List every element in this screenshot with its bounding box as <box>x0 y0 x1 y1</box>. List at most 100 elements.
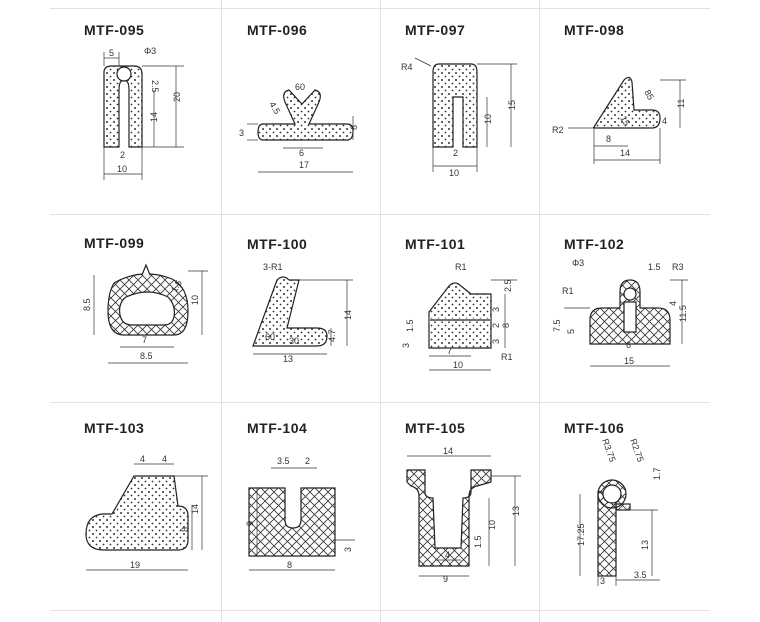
dim-label: 13 <box>511 506 521 516</box>
profile-diagram: 4 4 14 8 19 <box>85 454 208 571</box>
profile-diagram: 5 Φ3 2.5 20 14 2 10 <box>103 46 184 180</box>
dim-label: Φ3 <box>144 46 156 56</box>
dim-label: 85 <box>642 88 656 102</box>
dim-label: 8 <box>180 527 190 532</box>
dim-label: 11.5 <box>678 305 688 322</box>
dim-label: R2 <box>552 125 564 135</box>
dim-label: R4 <box>401 62 413 72</box>
dim-label: 4 <box>662 116 667 126</box>
dim-label: 3 <box>600 576 605 586</box>
dim-label: R1 <box>501 352 513 362</box>
profile-code: MTF-106 <box>564 420 625 436</box>
dim-label: 3 <box>491 307 501 312</box>
profile-card-mtf-100[interactable]: MTF-100 3-R1 14 60 30 4.7 13 <box>247 236 405 426</box>
dim-label: 11 <box>676 99 686 108</box>
dim-label: 9 <box>245 521 255 526</box>
profile-diagram: 14 13 10 1.5 4 9 <box>406 446 521 584</box>
dim-label: 4 <box>162 454 167 464</box>
dim-label: 9 <box>443 574 448 584</box>
profile-card-mtf-101[interactable]: MTF-101 R1 2.5 1.5 3 2 8 3 3 7 R1 10 <box>401 236 563 426</box>
dim-label: 8 <box>287 560 292 570</box>
profile-code: MTF-105 <box>405 420 466 436</box>
profile-code: MTF-096 <box>247 22 308 38</box>
dim-label: 4 <box>668 301 678 306</box>
dim-label: 6 <box>299 148 304 158</box>
dim-label: 4 <box>445 550 450 560</box>
dim-label: 30 <box>289 336 299 346</box>
dim-label: 6 <box>626 340 631 350</box>
dim-label: 4 <box>140 454 145 464</box>
dim-label: 13 <box>640 540 650 550</box>
dim-label: 10 <box>117 164 127 174</box>
dim-label: Φ3 <box>572 258 584 268</box>
dim-label: 10 <box>449 168 459 178</box>
dim-label: 2 <box>491 323 501 328</box>
profile-code: MTF-103 <box>84 420 145 436</box>
dim-label: 14 <box>343 310 353 320</box>
dim-label: 10 <box>487 520 497 530</box>
profile-diagram: 3-R1 14 60 30 4.7 13 <box>252 262 353 364</box>
dim-label: 8.5 <box>82 298 92 311</box>
dim-label: R3.75 <box>600 437 618 463</box>
dim-label: 15 <box>618 114 632 128</box>
dim-label: 6 <box>349 125 359 130</box>
dim-label: 15 <box>507 100 517 110</box>
dim-label: 8 <box>501 323 511 328</box>
dim-label: 14 <box>443 446 453 456</box>
dim-label: 7 <box>447 346 452 356</box>
profile-diagram: 3.5 2 9 3 8 <box>245 456 355 571</box>
dim-label: 60 <box>265 332 275 342</box>
dim-label: R2.75 <box>628 437 646 463</box>
profile-card-mtf-099[interactable]: MTF-099 8.5 1.5 10 7 8.5 <box>82 235 242 425</box>
profile-card-mtf-106[interactable]: MTF-106 R3.75 R2.75 1.7 17.25 13 3 3.5 <box>564 420 722 610</box>
profile-diagram: R4 10 15 2 10 <box>401 57 517 178</box>
row-divider <box>50 8 710 9</box>
dim-label: 10 <box>483 114 493 124</box>
dim-label: 4.5 <box>267 100 282 116</box>
profile-code: MTF-098 <box>564 22 625 38</box>
dim-label: 10 <box>190 295 200 305</box>
dim-label: 3 <box>239 128 244 138</box>
profile-code: MTF-099 <box>84 235 145 251</box>
profile-diagram: Φ3 1.5 R3 R1 7.5 5 11.5 4 6 15 <box>552 258 688 367</box>
column-divider <box>539 0 540 622</box>
dim-label: 14 <box>190 504 200 514</box>
dim-label: 17.25 <box>576 523 586 546</box>
profile-code: MTF-101 <box>405 236 466 252</box>
dim-label: 2 <box>305 456 310 466</box>
dim-label: R3 <box>672 262 684 272</box>
profile-card-mtf-104[interactable]: MTF-104 3.5 2 9 3 8 <box>245 420 405 610</box>
profile-diagram: R1 2.5 1.5 3 2 8 3 3 7 R1 10 <box>401 262 517 371</box>
dim-label: 7.5 <box>552 319 562 332</box>
dim-label: 1.5 <box>473 535 483 548</box>
dim-label: 3 <box>343 547 353 552</box>
profile-diagram: R3.75 R2.75 1.7 17.25 13 3 3.5 <box>576 437 662 586</box>
profile-card-mtf-102[interactable]: MTF-102 Φ3 1.5 R3 R1 7.5 5 11.5 4 6 15 <box>552 236 722 426</box>
profile-card-mtf-105[interactable]: MTF-105 14 13 10 1.5 4 9 <box>405 420 563 610</box>
profile-card-mtf-095[interactable]: MTF-095 5 Φ3 2.5 20 14 2 10 <box>84 22 242 212</box>
dim-label: 3.5 <box>634 570 647 580</box>
dim-label: 1.5 <box>648 262 661 272</box>
column-divider <box>221 0 222 622</box>
dim-label: 14 <box>620 148 630 158</box>
dim-label: R1 <box>455 262 467 272</box>
dim-label: 5 <box>109 48 114 58</box>
profile-card-mtf-103[interactable]: MTF-103 4 4 14 8 19 <box>84 420 242 610</box>
dim-label: 8 <box>606 134 611 144</box>
dim-label: 2 <box>120 150 125 160</box>
profile-card-mtf-097[interactable]: MTF-097 R4 10 15 2 10 <box>401 22 563 212</box>
profile-diagram: 85 11 15 4 R2 8 14 <box>552 76 686 164</box>
dim-label: 19 <box>130 560 140 570</box>
profile-card-mtf-098[interactable]: MTF-098 85 11 15 4 R2 8 14 <box>552 22 722 212</box>
profile-code: MTF-097 <box>405 22 466 38</box>
dim-label: 3.5 <box>277 456 290 466</box>
profile-card-mtf-096[interactable]: MTF-096 60 4.5 3 6 6 17 <box>239 22 405 212</box>
profile-code: MTF-104 <box>247 420 308 436</box>
dim-label: 8.5 <box>140 351 153 361</box>
column-divider <box>380 0 381 622</box>
dim-label: 10 <box>453 360 463 370</box>
profile-code: MTF-095 <box>84 22 145 38</box>
profile-diagram: 60 4.5 3 6 6 17 <box>239 82 359 173</box>
profile-code: MTF-100 <box>247 236 308 252</box>
